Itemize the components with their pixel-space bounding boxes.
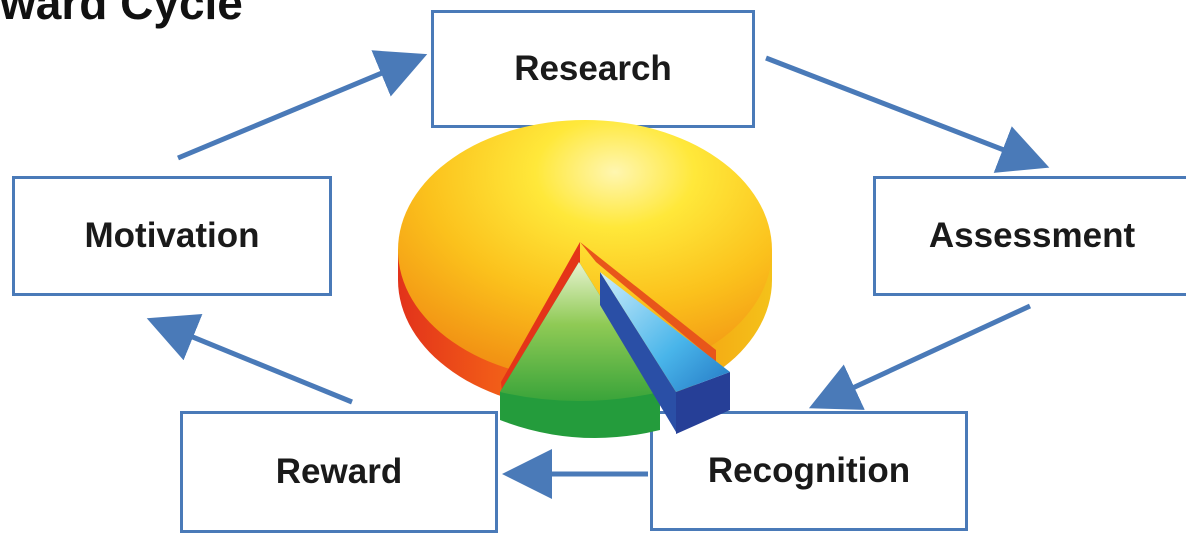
diagram-title: ward Cycle <box>0 0 243 29</box>
node-recognition-label: Recognition <box>707 451 911 490</box>
pie-wedge-right-wall <box>580 242 716 362</box>
node-motivation-label: Motivation <box>84 216 260 255</box>
pie-blue-slice-side <box>676 372 730 434</box>
pie-top <box>398 120 772 380</box>
node-motivation: Motivation <box>12 176 332 296</box>
arrow-research-to-assessment <box>765 55 1050 173</box>
node-recognition: Recognition <box>650 411 968 531</box>
node-reward: Reward <box>180 411 498 533</box>
node-reward-label: Reward <box>275 452 403 491</box>
pie-blue-slice <box>600 272 730 392</box>
arrow-motivation-to-research <box>177 50 428 161</box>
node-assessment: Assessment <box>873 176 1186 296</box>
node-research-label: Research <box>514 49 672 88</box>
node-research: Research <box>431 10 755 128</box>
arrow-reward-to-motivation <box>146 313 353 405</box>
arrow-assessment-to-recognition <box>808 303 1032 410</box>
pie-green-slice <box>500 262 660 401</box>
pie-blue-slice-inner <box>600 272 676 432</box>
node-assessment-label: Assessment <box>928 216 1136 255</box>
